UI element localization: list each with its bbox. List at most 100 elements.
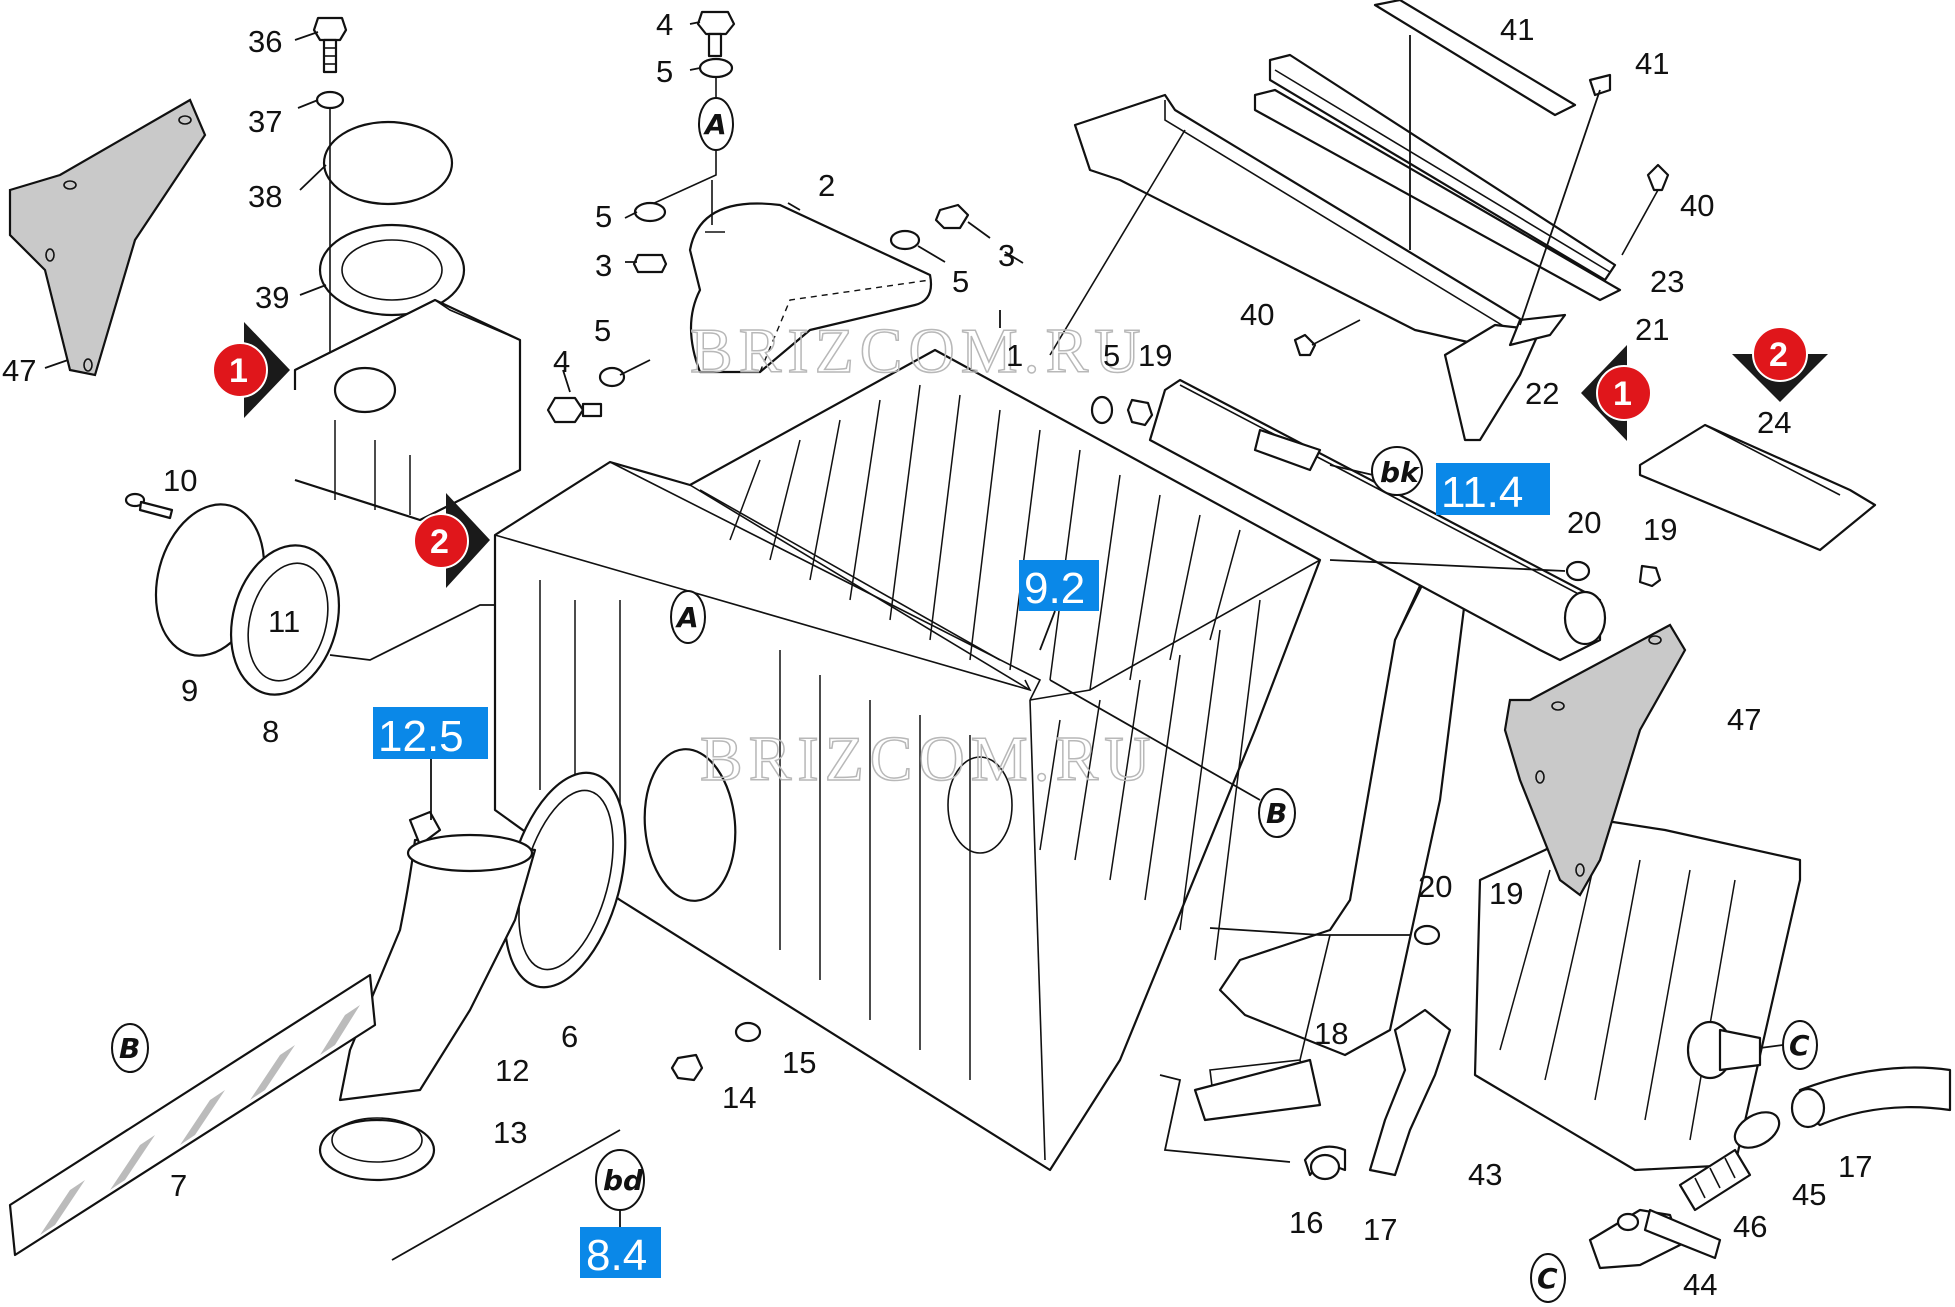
label-47-left: 47	[2, 353, 36, 388]
label-11: 11	[268, 604, 300, 639]
label-5-center: 5	[1103, 338, 1120, 373]
label-36: 36	[248, 24, 282, 59]
washer-37	[315, 90, 345, 110]
fitting-46	[1678, 1148, 1752, 1212]
label-5-mid: 5	[594, 313, 611, 348]
label-16: 16	[1289, 1205, 1323, 1240]
svg-text:C: C	[1789, 1029, 1810, 1062]
label-6: 6	[561, 1019, 578, 1054]
svg-text:1: 1	[229, 352, 248, 390]
hose-17-left	[1368, 1008, 1452, 1177]
watermark-middle: BRIZCOM.RU	[700, 723, 1157, 794]
bolt-36	[312, 16, 348, 74]
svg-text:9.2: 9.2	[1024, 564, 1085, 613]
label-14: 14	[722, 1080, 756, 1115]
hose-ring-13	[318, 1118, 436, 1182]
svg-text:1: 1	[1613, 375, 1632, 413]
pin-40-left	[1293, 333, 1317, 357]
label-3-right: 3	[998, 238, 1015, 273]
frame-leg-18	[1218, 558, 1472, 1057]
label-4-mid: 4	[553, 344, 570, 379]
red-marker-2-left: 2	[413, 493, 490, 588]
label-10: 10	[163, 463, 197, 498]
svg-text:B: B	[119, 1032, 140, 1065]
label-1: 1	[1006, 338, 1023, 373]
label-23: 23	[1650, 264, 1684, 299]
strip-41	[1373, 0, 1577, 117]
hood-2	[688, 202, 933, 374]
bracket-47-left	[8, 98, 207, 377]
svg-text:bd: bd	[603, 1164, 644, 1197]
label-13: 13	[493, 1115, 527, 1150]
label-19-center: 19	[1138, 338, 1172, 373]
label-17-right: 17	[1838, 1149, 1872, 1184]
circle-mark-C-right: C	[1782, 1020, 1818, 1070]
label-19-right: 19	[1643, 512, 1677, 547]
pin-40-right	[1646, 163, 1670, 192]
label-5-hood: 5	[595, 199, 612, 234]
plate-38	[322, 120, 454, 206]
label-12: 12	[495, 1053, 529, 1088]
circle-mark-B-left: B	[111, 1023, 149, 1073]
label-7: 7	[170, 1168, 187, 1203]
bracket-47-right	[1503, 623, 1687, 897]
label-38: 38	[248, 179, 282, 214]
svg-text:B: B	[1266, 797, 1287, 830]
circle-mark-bk: bk	[1371, 446, 1423, 496]
circle-mark-A-top: A	[698, 97, 734, 151]
svg-text:2: 2	[1769, 336, 1788, 374]
bolt-4-top	[696, 10, 736, 58]
svg-text:12.5: 12.5	[378, 712, 464, 761]
label-41-right: 41	[1635, 46, 1669, 81]
label-9: 9	[181, 673, 198, 708]
circle-mark-B-right: B	[1258, 788, 1296, 838]
end-plate-22	[1443, 323, 1542, 442]
screw-10	[124, 492, 174, 520]
label-17-left: 17	[1363, 1212, 1397, 1247]
label-19-bottom: 19	[1489, 876, 1523, 911]
label-46: 46	[1733, 1209, 1767, 1244]
label-3-hood: 3	[595, 248, 612, 283]
circle-mark-bd: bd	[595, 1149, 645, 1211]
svg-text:A: A	[675, 601, 699, 634]
label-2: 2	[818, 168, 835, 203]
watermark-top: BRIZCOM.RU	[690, 315, 1147, 386]
circle-mark-C-bottom: C	[1530, 1253, 1566, 1303]
label-45: 45	[1792, 1177, 1826, 1212]
label-39: 39	[255, 280, 289, 315]
label-8: 8	[262, 714, 279, 749]
label-15: 15	[782, 1045, 816, 1080]
svg-text:2: 2	[430, 523, 449, 561]
reference-box-8-4[interactable]: 8.4	[580, 1227, 661, 1280]
label-20-bottom: 20	[1418, 869, 1452, 904]
svg-text:bk: bk	[1380, 456, 1421, 489]
label-20-right: 20	[1567, 505, 1601, 540]
panel-7	[8, 973, 377, 1257]
label-37: 37	[248, 104, 282, 139]
label-18: 18	[1314, 1016, 1348, 1051]
label-24: 24	[1757, 405, 1791, 440]
reference-box-9-2[interactable]: 9.2	[1019, 560, 1099, 613]
tank-upper-left	[293, 298, 522, 522]
part-number-labels: 36 37 38 39 47 4 5 5 3 2 3 5 4 5 1 5 19 …	[2, 7, 1872, 1302]
reference-box-11-4[interactable]: 11.4	[1436, 463, 1550, 517]
red-marker-1-right: 1	[1581, 345, 1652, 441]
svg-text:C: C	[1537, 1262, 1558, 1295]
red-marker-2-right: 2	[1732, 326, 1828, 402]
svg-text:8.4: 8.4	[586, 1231, 647, 1280]
label-43: 43	[1468, 1157, 1502, 1192]
svg-text:11.4: 11.4	[1441, 468, 1523, 517]
flange-8	[229, 544, 341, 696]
label-47-right: 47	[1727, 702, 1761, 737]
label-22: 22	[1525, 376, 1559, 411]
label-40-left: 40	[1240, 297, 1274, 332]
label-40-right: 40	[1680, 188, 1714, 223]
red-marker-1-left: 1	[212, 322, 290, 418]
reference-box-12-5[interactable]: 12.5	[373, 707, 488, 761]
label-4-top: 4	[656, 7, 673, 42]
label-21: 21	[1635, 312, 1669, 347]
label-5-right: 5	[952, 264, 969, 299]
circle-mark-A-body: A	[670, 590, 706, 644]
label-5-top: 5	[656, 54, 673, 89]
